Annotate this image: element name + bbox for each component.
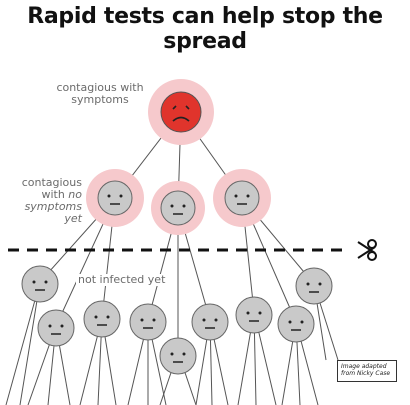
label-line: yet [10,213,82,225]
neutral-face-icon [277,305,315,343]
frowning-face-icon [160,91,202,133]
label-fragment: with [41,188,69,201]
neutral-face-icon [159,337,197,375]
neutral-face-icon [160,190,196,226]
label-line: symptoms [71,93,129,106]
label-not-infected-yet: not infected yet [76,273,168,286]
neutral-face-icon [37,309,75,347]
label-fragment-italic: symptoms [24,200,82,213]
neutral-face-icon [83,300,121,338]
neutral-face-icon [191,303,229,341]
label-fragment-italic: no [68,188,82,201]
neutral-face-icon [21,265,59,303]
neutral-face-icon [235,296,273,334]
credit-line: from Nicky Case [341,370,391,377]
neutral-face-icon [129,303,167,341]
credit-line: Image adapted [341,363,387,370]
neutral-face-icon [295,267,333,305]
label-line: with no [10,189,82,201]
label-fragment-italic: yet [64,212,82,225]
scissors-icon [357,239,377,261]
label-contagious-no-symptoms: contagious with no symptoms yet [10,177,82,225]
label-line: contagious [21,176,82,189]
image-credit: Image adapted from Nicky Case [337,360,397,382]
label-line: contagious with [56,81,144,94]
neutral-face-icon [97,180,133,216]
neutral-face-icon [224,180,260,216]
page-title: Rapid tests can help stop the spread [27,4,383,54]
label-contagious-with-symptoms: contagious with symptoms [50,82,150,106]
label-line: symptoms [10,201,82,213]
